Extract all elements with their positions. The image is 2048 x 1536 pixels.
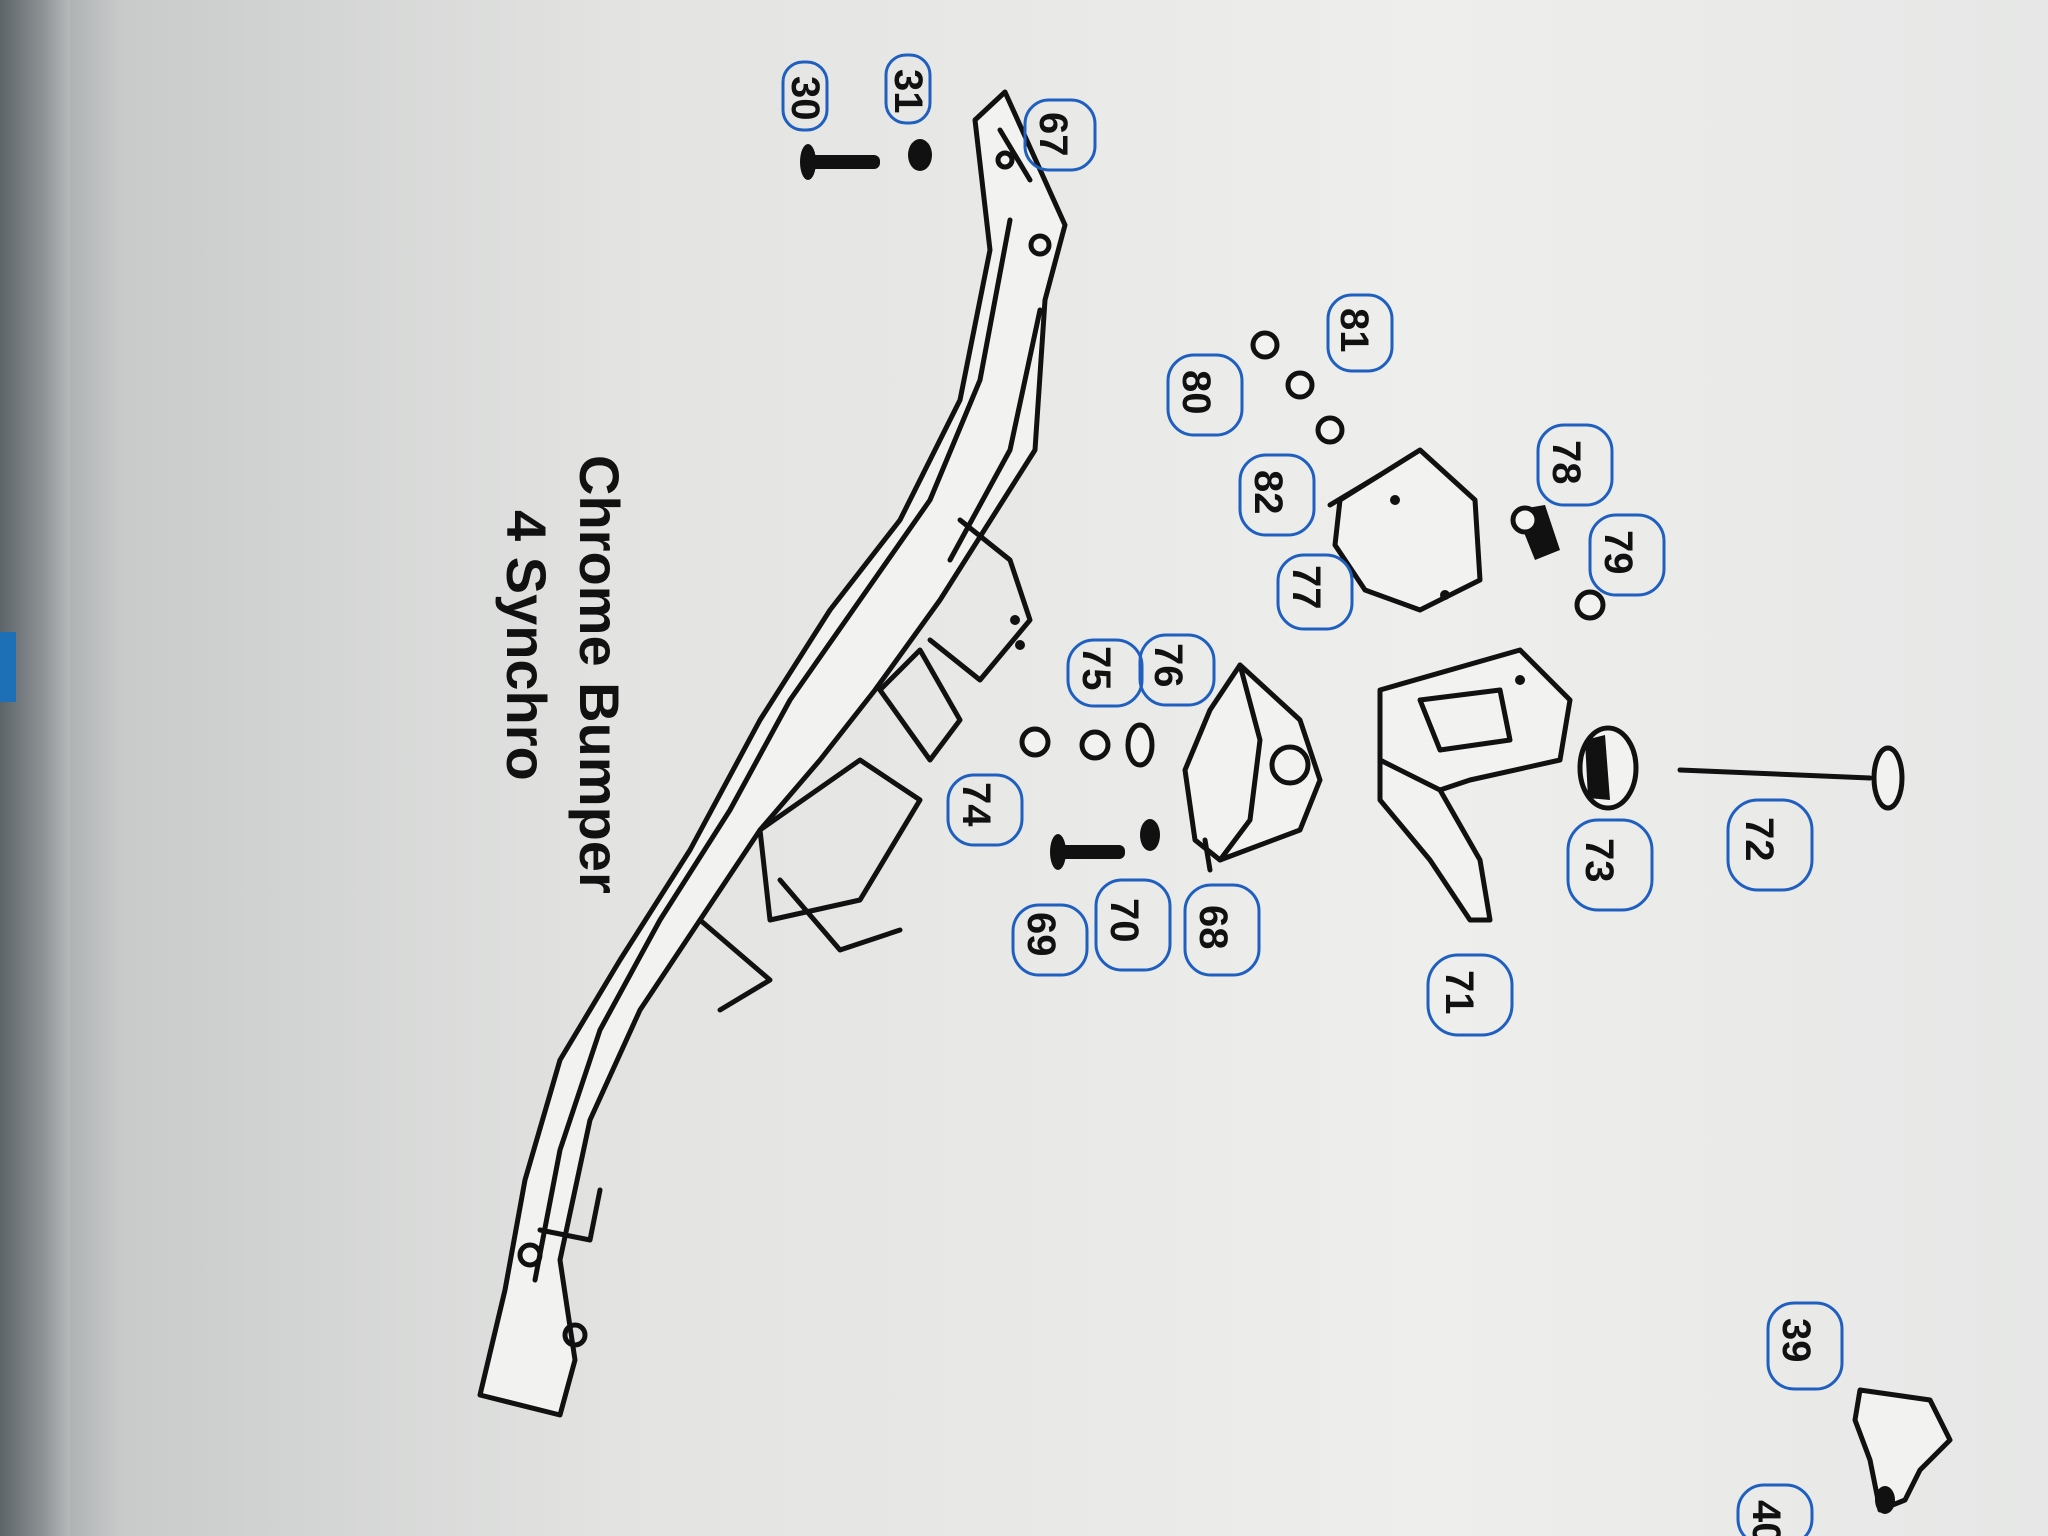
- svg-text:39: 39: [1774, 1318, 1818, 1363]
- callout-73: 73: [1566, 818, 1654, 912]
- callout-30: 30: [781, 60, 829, 132]
- window-edge-tab: [0, 632, 16, 702]
- callout-39: 39: [1766, 1301, 1844, 1391]
- mount-bracket: [1182, 662, 1323, 873]
- callout-78: 78: [1536, 423, 1614, 507]
- svg-text:75: 75: [1074, 646, 1118, 691]
- callout-69: 69: [1011, 903, 1089, 977]
- svg-text:70: 70: [1102, 898, 1146, 943]
- svg-text:31: 31: [886, 69, 930, 114]
- callout-72: 72: [1726, 798, 1814, 892]
- callout-80: 80: [1166, 353, 1244, 437]
- crossmember: [477, 89, 1068, 1418]
- svg-text:80: 80: [1174, 370, 1218, 415]
- caption-line-2: 4 Synchro: [495, 510, 558, 781]
- caption-line-1: Chrome Bumper: [568, 455, 631, 894]
- svg-text:68: 68: [1191, 905, 1235, 950]
- diagram-caption: Chrome Bumper 4 Synchro: [495, 455, 631, 894]
- callout-71: 71: [1426, 953, 1514, 1037]
- callout-81: 81: [1326, 293, 1394, 373]
- svg-text:81: 81: [1332, 308, 1376, 353]
- callout-79: 79: [1588, 513, 1666, 597]
- mount-plate: [1327, 447, 1483, 613]
- callout-75: 75: [1066, 638, 1144, 708]
- svg-text:82: 82: [1246, 470, 1290, 515]
- svg-text:73: 73: [1577, 838, 1621, 883]
- svg-text:76: 76: [1146, 643, 1190, 688]
- callout-68: 68: [1183, 883, 1261, 977]
- stub-part: [1852, 1387, 1953, 1514]
- callout-70: 70: [1094, 878, 1172, 972]
- monitor-bezel: [0, 0, 70, 1536]
- svg-text:78: 78: [1544, 440, 1588, 485]
- rubber-bushing: [1577, 725, 1639, 811]
- svg-text:40: 40: [1744, 1500, 1788, 1536]
- svg-text:30: 30: [783, 76, 827, 121]
- long-bolt: [1677, 745, 1905, 811]
- callout-82: 82: [1238, 453, 1316, 537]
- callout-67: 67: [1023, 98, 1097, 172]
- bracket-arm: [1377, 647, 1573, 923]
- svg-text:74: 74: [954, 782, 998, 827]
- hardware: [800, 139, 1606, 870]
- svg-text:77: 77: [1284, 565, 1328, 610]
- svg-text:69: 69: [1019, 912, 1063, 957]
- callout-74: 74: [946, 773, 1024, 847]
- svg-text:79: 79: [1596, 530, 1640, 575]
- callout-40: 40: [1736, 1483, 1814, 1536]
- svg-text:72: 72: [1737, 817, 1781, 862]
- callout-77: 77: [1276, 553, 1354, 631]
- callout-31: 31: [884, 53, 932, 125]
- callout-76: 76: [1138, 633, 1216, 707]
- svg-text:67: 67: [1031, 112, 1075, 157]
- svg-text:71: 71: [1437, 970, 1481, 1015]
